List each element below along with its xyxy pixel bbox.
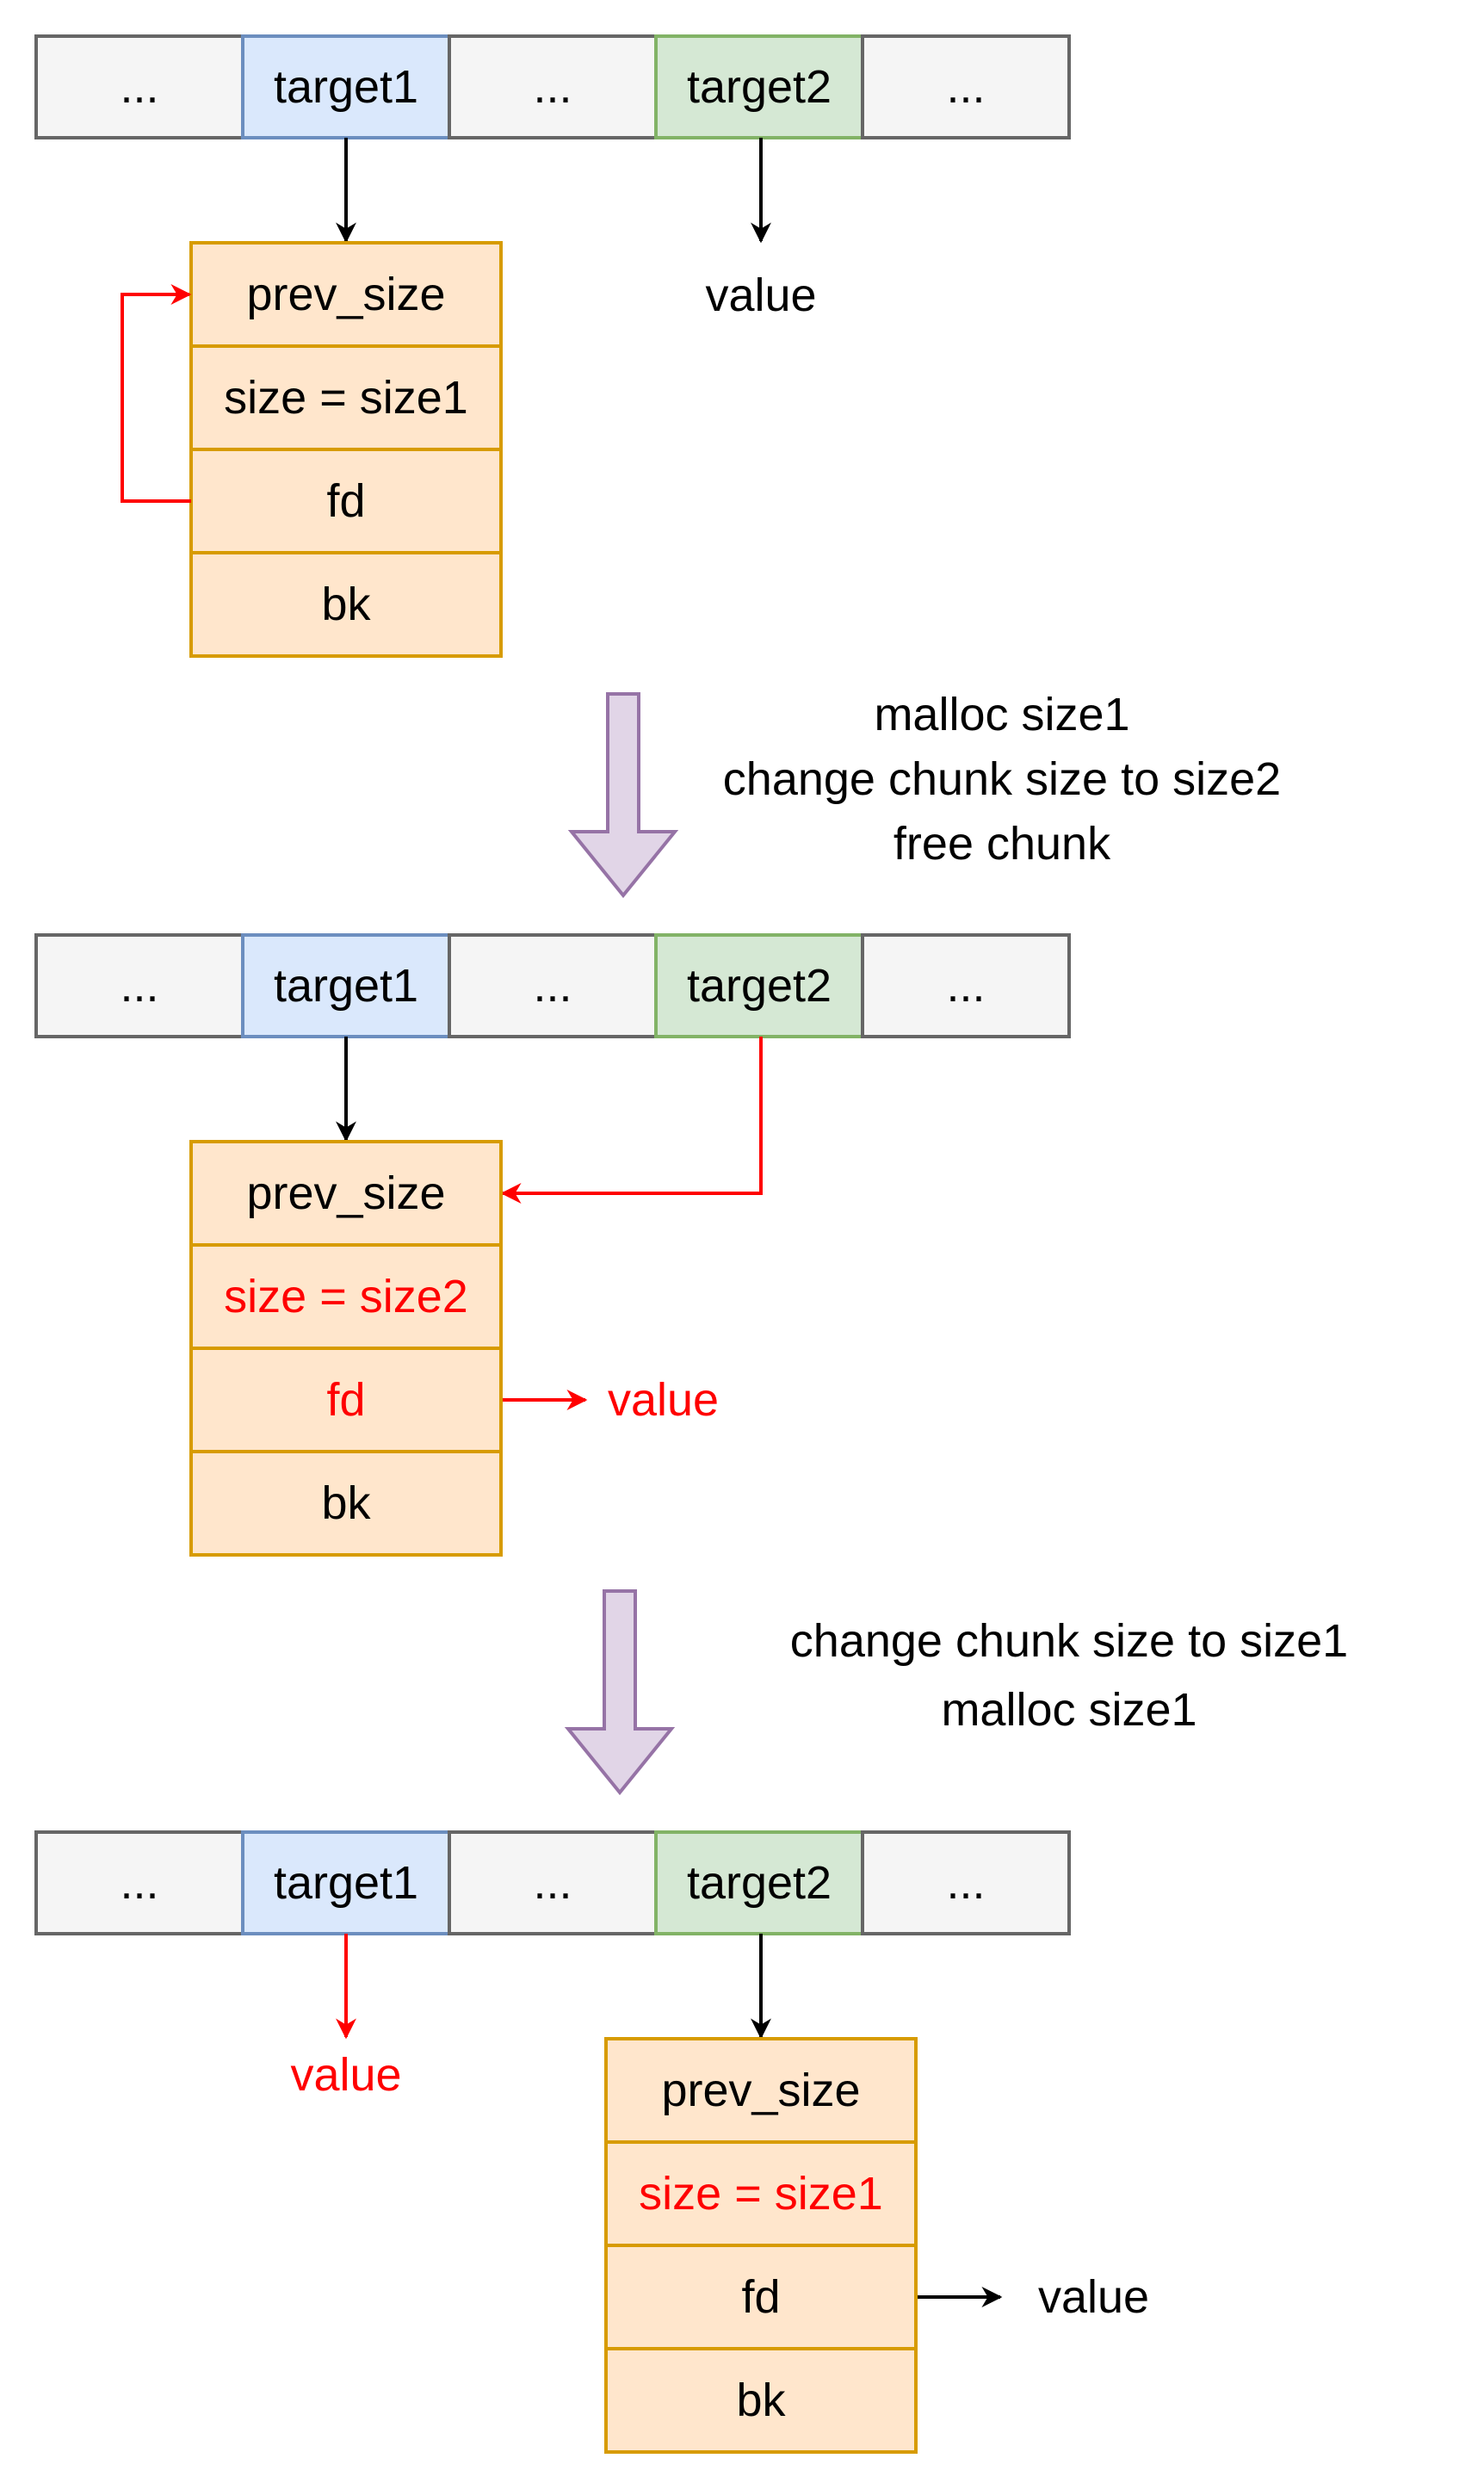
stage3-chunk-fd-label: fd (741, 2271, 780, 2323)
stage2: ... target1 ... target2 ... prev_size si… (34, 933, 1071, 1557)
stage3-target1-value-label: value (290, 2049, 401, 2101)
stage2-cell-4-label: ... (946, 960, 985, 1012)
stage1-memory-row: ... target1 ... target2 ... (34, 34, 1071, 139)
stage2-cell-0-label: ... (120, 960, 158, 1012)
stage2-chunk-prev-size-box (189, 1140, 503, 1247)
stage1-cell-2-box (448, 34, 658, 139)
step2: change chunk size to size1 malloc size1 (564, 1589, 1348, 1796)
stage1-chunk-size-label: size = size1 (224, 372, 468, 424)
stage3-chunk-fd-box (604, 2244, 918, 2350)
stage1-target2-label: target2 (687, 61, 832, 113)
stage1-target1-label: target1 (274, 61, 418, 113)
stage2-fd-value-label: value (608, 1374, 719, 1426)
stage2-chunk-bk-box (189, 1450, 503, 1557)
step1-line1: malloc size1 (874, 689, 1129, 740)
stage1-cell-2-label: ... (533, 61, 572, 113)
stage3-chunk-size-box (604, 2140, 918, 2247)
step2-line2: malloc size1 (941, 1684, 1196, 1736)
stage3-memory-row: ... target1 ... target2 ... (34, 1830, 1071, 1935)
step2-down-arrow (564, 1589, 676, 1796)
stage3-target1-box (241, 1830, 451, 1935)
stage2-target2-label: target2 (687, 960, 832, 1012)
stage3-chunk-size-label: size = size1 (639, 2168, 883, 2220)
stage1-chunk: prev_size size = size1 fd bk (189, 241, 503, 658)
stage2-chunk-fd-label: fd (326, 1374, 365, 1426)
stage1-chunk-bk-label: bk (321, 579, 371, 630)
stage1-cell-4-label: ... (946, 61, 985, 113)
stage1-cell-0-box (34, 34, 244, 139)
stage3-cell-0-label: ... (120, 1857, 158, 1909)
stage1-chunk-fd-label: fd (326, 475, 365, 527)
stage2-chunk-size-box (189, 1243, 503, 1350)
stage1-target1-box (241, 34, 451, 139)
step1-down-arrow (567, 692, 679, 899)
step2-line1: change chunk size to size1 (790, 1615, 1348, 1667)
stage3-chunk-prev-size-box (604, 2037, 918, 2144)
stage2-cell-0-box (34, 933, 244, 1038)
stage2-chunk-prev-size-label: prev_size (246, 1167, 445, 1219)
stage3: ... target1 ... target2 ... value prev_s… (34, 1830, 1149, 2454)
stage2-target2-to-chunk-arrow (500, 1037, 763, 1204)
stage2-target1-label: target1 (274, 960, 418, 1012)
stage1-cell-0-label: ... (120, 61, 158, 113)
stage2-chunk-fd-box (189, 1347, 503, 1453)
step1-line3: free chunk (893, 818, 1111, 870)
stage1-fd-self-loop-arrow (121, 284, 192, 503)
stage3-chunk: prev_size size = size1 fd bk (604, 2037, 918, 2454)
stage3-target2-box (654, 1830, 864, 1935)
stage3-chunk-bk-box (604, 2347, 918, 2454)
stage2-target1-box (241, 933, 451, 1038)
stage2-cell-2-label: ... (533, 960, 572, 1012)
stage3-cell-4-label: ... (946, 1857, 985, 1909)
stage1: ... target1 ... target2 ... value prev_s… (34, 34, 1071, 658)
step1-line2: change chunk size to size2 (723, 753, 1281, 805)
stage1-target2-value-label: value (705, 269, 816, 321)
stage1-chunk-size-box (189, 344, 503, 451)
stage1-chunk-prev-size-label: prev_size (246, 269, 445, 320)
stage1-chunk-prev-size-box (189, 241, 503, 348)
stage2-cell-4-box (861, 933, 1071, 1038)
stage3-target2-label: target2 (687, 1857, 832, 1909)
stage3-cell-4-box (861, 1830, 1071, 1935)
stage2-chunk-bk-label: bk (321, 1477, 371, 1529)
stage3-target1-label: target1 (274, 1857, 418, 1909)
stage1-cell-4-box (861, 34, 1071, 139)
stage3-cell-2-label: ... (533, 1857, 572, 1909)
stage3-chunk-bk-label: bk (736, 2375, 786, 2426)
stage3-cell-2-box (448, 1830, 658, 1935)
stage2-memory-row: ... target1 ... target2 ... (34, 933, 1071, 1038)
stage3-chunk-prev-size-label: prev_size (661, 2065, 860, 2116)
stage3-fd-value-label: value (1038, 2271, 1149, 2323)
stage2-chunk: prev_size size = size2 fd bk (189, 1140, 503, 1557)
stage2-chunk-size-label: size = size2 (224, 1271, 468, 1322)
step1: malloc size1 change chunk size to size2 … (567, 689, 1281, 899)
stage2-cell-2-box (448, 933, 658, 1038)
stage1-chunk-bk-box (189, 551, 503, 658)
stage3-cell-0-box (34, 1830, 244, 1935)
